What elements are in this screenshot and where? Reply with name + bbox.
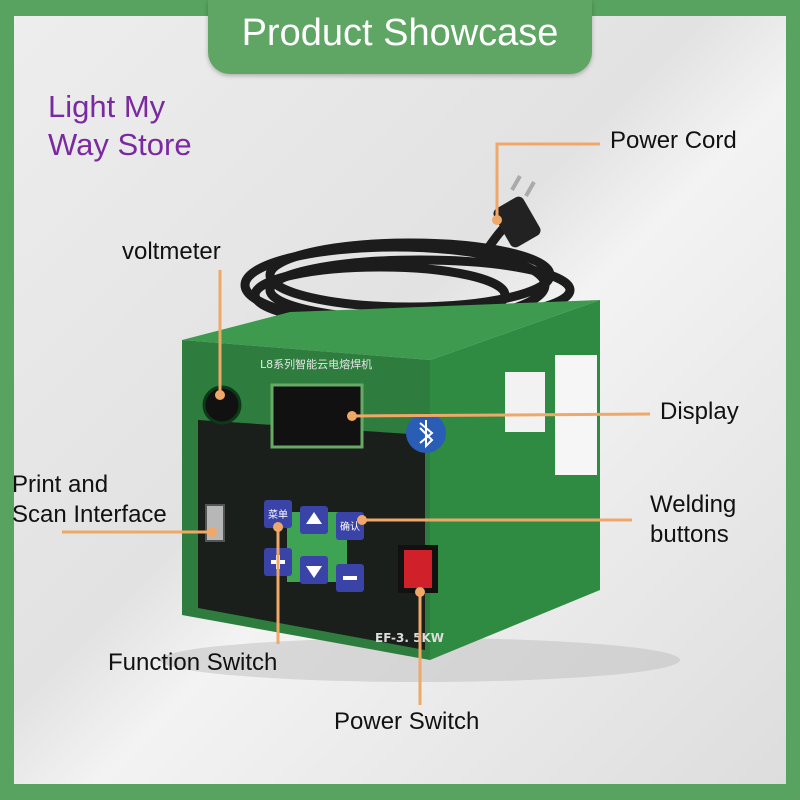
store-name-line2: Way Store (48, 127, 192, 162)
down-arrow-icon (306, 566, 322, 578)
label-print-scan-line2: Scan Interface (12, 501, 167, 528)
label-print-scan-line1: Print and (12, 471, 109, 498)
plug-icon (493, 175, 541, 248)
minus-icon (343, 576, 357, 580)
power-switch-icon[interactable] (404, 550, 432, 588)
device-top (182, 300, 600, 360)
label-welding-buttons: Welding buttons (650, 490, 790, 550)
confirm-button[interactable] (336, 512, 364, 540)
confirm-button-label: 确认 (340, 520, 360, 533)
label-welding-line1: Welding (650, 491, 737, 518)
up-arrow-icon (306, 512, 322, 524)
store-name: Light My Way Store (48, 88, 268, 164)
label-print-scan: Print and Scan Interface (12, 470, 212, 530)
frame-bottom (0, 784, 800, 800)
label-function-switch: Function Switch (108, 649, 278, 676)
title-tab (208, 0, 592, 74)
label-power-cord: Power Cord (610, 127, 737, 154)
callout-line-display (351, 412, 651, 418)
frame-right (786, 0, 800, 800)
label-welding-line2: buttons (650, 521, 729, 548)
page-title: Product Showcase (241, 12, 559, 54)
menu-button[interactable] (264, 500, 292, 528)
callout-line-power-cord (495, 142, 600, 220)
label-voltmeter: voltmeter (122, 238, 221, 265)
menu-button-label: 菜单 (268, 509, 288, 521)
store-name-line1: Light My (48, 89, 166, 124)
model-text: EF-3. 5KW (375, 631, 444, 645)
qr-label (505, 372, 545, 432)
frame-left (0, 0, 14, 800)
voltmeter-icon (202, 385, 242, 425)
label-display: Display (660, 398, 739, 425)
device-series-text: L8系列智能云电熔焊机 (260, 357, 372, 371)
label-power-switch: Power Switch (334, 708, 480, 735)
